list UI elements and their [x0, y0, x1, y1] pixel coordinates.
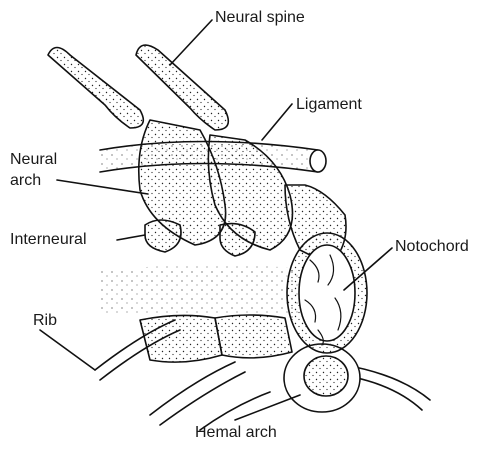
- hemal-arch-inner: [304, 356, 348, 396]
- neural-spine-2: [136, 45, 228, 130]
- rib-left-2: [150, 362, 235, 415]
- label-neural-arch-line1: Neural: [10, 150, 57, 169]
- label-rib: Rib: [33, 311, 57, 330]
- label-neural-arch-line2: arch: [10, 171, 41, 190]
- label-interneural: Interneural: [10, 230, 87, 249]
- leader-ligament: [262, 104, 292, 140]
- centrum-lower-1: [140, 315, 222, 362]
- leader-neural-spine: [170, 20, 212, 65]
- centrum-lower-2: [215, 315, 292, 358]
- neural-spine-1: [48, 48, 143, 129]
- label-neural-spine: Neural spine: [215, 8, 305, 27]
- leader-rib: [40, 330, 95, 370]
- notochord-inner: [299, 245, 355, 341]
- interneural-1: [145, 220, 181, 252]
- ligament-end: [310, 150, 326, 172]
- label-notochord: Notochord: [395, 237, 469, 256]
- leader-interneural: [117, 235, 145, 240]
- leader-hemal-arch: [235, 395, 300, 420]
- label-ligament: Ligament: [296, 95, 362, 114]
- vertebral-body-band: [100, 265, 300, 318]
- interneural-2: [220, 224, 255, 256]
- leader-neural-arch: [57, 180, 148, 194]
- label-hemal-arch: Hemal arch: [195, 423, 277, 442]
